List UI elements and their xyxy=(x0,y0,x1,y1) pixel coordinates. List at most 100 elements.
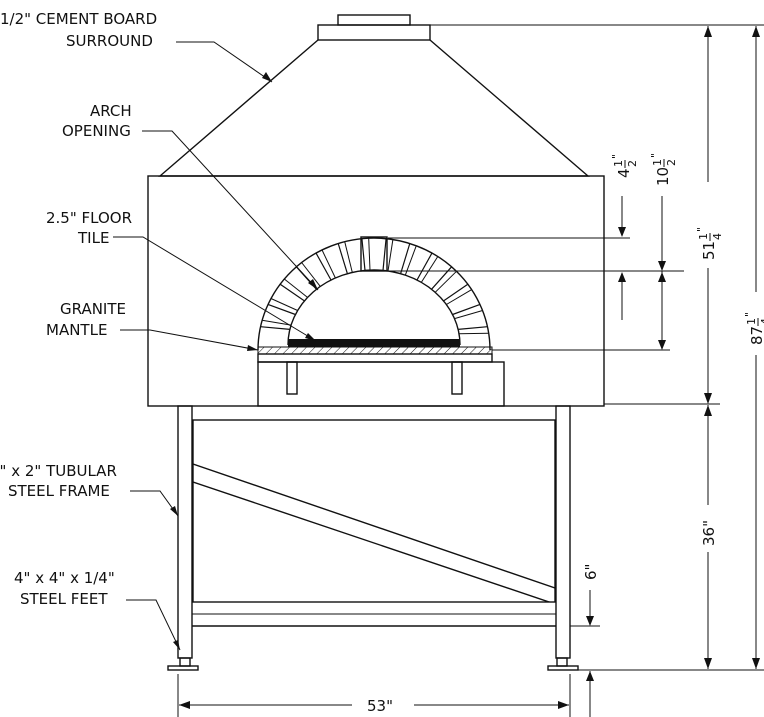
arch-brick-joint xyxy=(262,319,292,326)
arch-brick-joint xyxy=(315,252,332,281)
dim-arrowhead xyxy=(704,26,712,37)
arch-brick-joint xyxy=(458,326,488,330)
foot-left xyxy=(179,657,191,667)
dim-arrowhead xyxy=(704,405,712,416)
arch-brick-joint xyxy=(337,243,348,274)
arch-inner xyxy=(287,269,461,346)
inch-mark: " xyxy=(695,227,708,232)
leader-arrowhead xyxy=(247,345,258,351)
arch-brick-joint xyxy=(267,303,296,316)
dim-arrowhead xyxy=(558,701,569,709)
dim-label-stand-height: 36" xyxy=(700,520,718,546)
leader-arrowhead xyxy=(308,279,318,290)
dim-label-overall-height: 87 1 4 " xyxy=(743,312,764,345)
label-granite-line2: MANTLE xyxy=(46,321,107,339)
arch-brick-joint xyxy=(283,278,308,298)
arch-brick-joint xyxy=(260,326,290,330)
stand-post-left xyxy=(177,405,193,659)
foot-plate-left xyxy=(167,665,199,671)
dim-label-top-gap: 4 1 2 " xyxy=(610,154,639,178)
leader-arrowhead xyxy=(173,640,180,650)
callout-labels: 1/2" CEMENT BOARD SURROUND ARCH OPENING … xyxy=(0,10,157,608)
label-cement-board-line2: SURROUND xyxy=(66,32,153,50)
arch-brick-joint xyxy=(279,283,305,302)
dim-arrowhead xyxy=(704,393,712,404)
dim-whole: 10 xyxy=(654,167,672,186)
leader-arrowhead xyxy=(305,333,316,341)
leader-granite xyxy=(120,329,259,351)
dim-num: 1 xyxy=(697,233,710,240)
floor-mantle xyxy=(257,339,493,395)
arch-brick-joint xyxy=(387,239,394,272)
arch-brick-joint xyxy=(301,262,321,287)
arch-brick-joint xyxy=(416,252,433,281)
dim-whole: 87 xyxy=(748,326,764,345)
steel-stand xyxy=(167,405,579,671)
mantle-lip xyxy=(257,353,493,363)
dim-arrowhead xyxy=(586,671,594,681)
dim-num: 1 xyxy=(745,318,758,325)
arch-opening xyxy=(257,236,491,351)
arch-brick-joint xyxy=(458,332,489,335)
arch-brick-joint xyxy=(321,249,336,279)
oven-leg-left xyxy=(286,361,298,395)
chimney-base xyxy=(317,24,431,41)
stand-inner-frame xyxy=(192,419,556,603)
dim-label-arch-height: 10 1 2 " xyxy=(649,153,678,186)
label-granite-line1: GRANITE xyxy=(60,300,126,318)
dim-arrowhead xyxy=(179,701,190,709)
leader-feet xyxy=(126,599,181,651)
arch-brick-joint xyxy=(404,245,417,276)
dim-den: 4 xyxy=(711,233,724,240)
label-floor-tile-line1: 2.5" FLOOR xyxy=(46,209,132,227)
label-arch-line1: ARCH xyxy=(90,102,132,120)
dim-arrowhead xyxy=(586,616,594,626)
dim-arrowhead xyxy=(704,658,712,669)
diagonal-brace-bottom xyxy=(193,481,552,602)
dim-num: 1 xyxy=(612,160,625,167)
dim-den: 2 xyxy=(626,160,639,167)
leader-arrowhead xyxy=(262,72,272,82)
arch-brick-joint xyxy=(368,238,371,271)
leader-lines xyxy=(113,41,319,651)
arch-outer xyxy=(257,237,491,351)
cement-board-surround xyxy=(158,39,590,177)
keystone xyxy=(360,236,388,272)
granite-mantle xyxy=(257,346,493,355)
arch-brick-joint xyxy=(420,256,439,283)
leader-frame xyxy=(130,490,179,517)
arch-brick-joint xyxy=(454,310,483,320)
oven-inner-base xyxy=(257,361,505,407)
label-feet-line2: STEEL FEET xyxy=(20,590,108,608)
arch-brick-joint xyxy=(361,238,366,271)
label-frame-line1: 2" x 2" TUBULAR xyxy=(0,462,117,480)
inch-mark: " xyxy=(743,312,756,317)
dim-whole: 4 xyxy=(615,168,633,178)
dim-arrowhead xyxy=(752,658,760,669)
dim-arrowhead xyxy=(658,272,666,282)
leader-arrowhead xyxy=(170,506,178,516)
arch-brick-joint xyxy=(452,303,481,316)
dim-arrowhead xyxy=(658,340,666,350)
dim-den: 2 xyxy=(665,159,678,166)
foot-right xyxy=(556,657,568,667)
dim-num: 1 xyxy=(651,159,664,166)
dimension-lines xyxy=(177,24,764,717)
arch-brick-joint xyxy=(434,270,457,293)
floor-tile xyxy=(288,339,460,347)
arch-brick-joint xyxy=(382,238,387,271)
dim-arrowhead xyxy=(618,227,626,237)
chimney-cap xyxy=(337,14,411,26)
label-cement-board-line1: 1/2" CEMENT BOARD xyxy=(0,10,157,28)
label-feet-line1: 4" x 4" x 1/4" xyxy=(14,569,115,587)
arch-brick-joint xyxy=(344,241,353,273)
arch-brick-joint xyxy=(270,298,298,311)
inch-mark: " xyxy=(649,153,662,158)
dim-label-width: 53" xyxy=(367,697,393,715)
diagonal-brace-top xyxy=(193,463,555,589)
dim-whole: 51 xyxy=(700,241,718,260)
dim-label-oven-height: 51 1 4 " xyxy=(695,227,724,260)
arch-brick-joint xyxy=(443,283,469,302)
oven-housing xyxy=(147,14,605,407)
